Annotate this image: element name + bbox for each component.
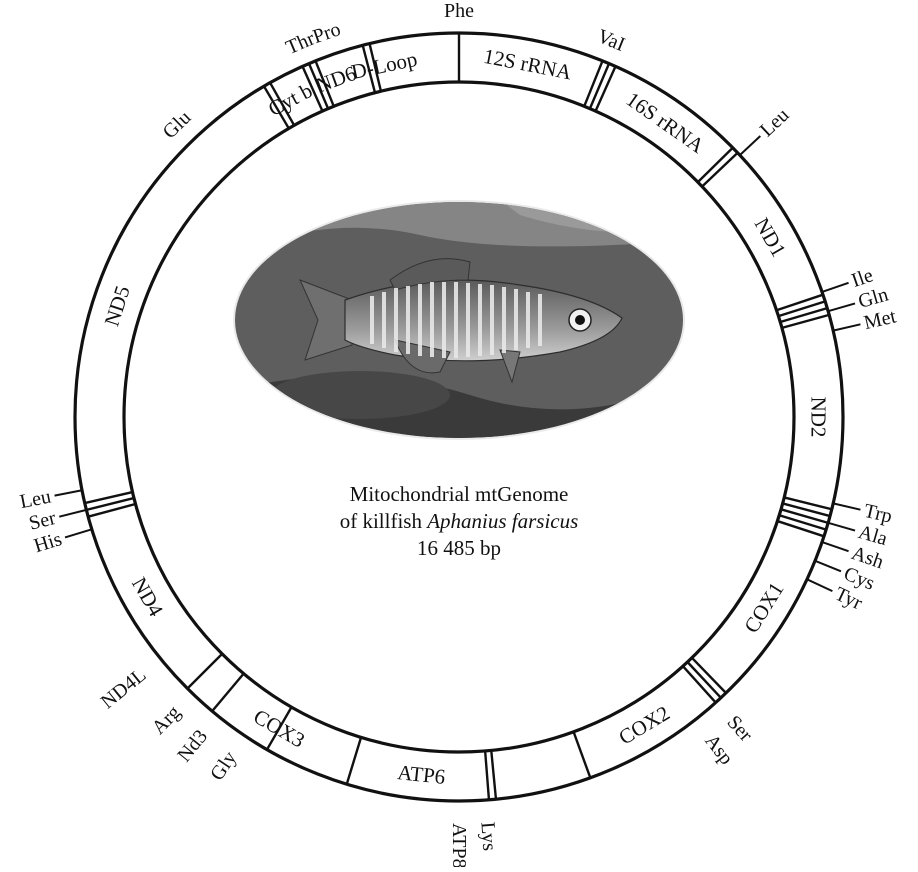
gene-label-atp6: ATP6 xyxy=(396,760,446,789)
fish-photo xyxy=(230,200,690,440)
trna-label-atp8: ATP8 xyxy=(448,823,470,867)
boundary-line xyxy=(781,509,828,523)
trna-label-leu1: Leu xyxy=(756,104,794,141)
boundary-line xyxy=(779,515,826,529)
boundary-line xyxy=(212,674,243,712)
gene-label-nd2: ND2 xyxy=(807,397,831,438)
trna-label-nd4l: ND4L xyxy=(97,664,151,713)
trna-leader-tyr xyxy=(807,579,832,591)
boundary-line xyxy=(780,308,827,322)
gene-label-nd1: ND1 xyxy=(750,214,791,261)
gene-label-nd6: ND6 xyxy=(313,61,360,98)
genome-length: 16 485 bp xyxy=(259,535,659,562)
boundary-line xyxy=(347,737,361,784)
boundary-line xyxy=(782,315,829,328)
trna-label-arg: Arg xyxy=(148,701,185,738)
caption-line-2: of killfish Aphanius farsicus xyxy=(259,508,659,535)
trna-leader-ile xyxy=(822,283,848,292)
boundary-line xyxy=(784,497,832,509)
gene-label-16s-rrna: 16S rRNA xyxy=(622,87,710,158)
trna-label-lys: Lys xyxy=(476,821,500,852)
species-name: Aphanius farsicus xyxy=(427,509,578,533)
boundary-line xyxy=(574,732,591,778)
trna-leader-gln xyxy=(828,303,855,311)
trna-leader-ser2 xyxy=(59,510,86,517)
gene-label-d-loop: D-Loop xyxy=(349,47,419,84)
trna-label-pro: Pro xyxy=(310,18,343,48)
boundary-line xyxy=(491,750,496,799)
caption-line-1: Mitochondrial mtGenome xyxy=(259,481,659,508)
trna-leader-ala xyxy=(828,523,855,531)
trna-leader-cys xyxy=(815,561,841,571)
gene-label-nd4: ND4 xyxy=(127,573,168,621)
trna-label-gly: Gly xyxy=(206,747,241,784)
trna-label-val: VaI xyxy=(594,25,628,56)
boundary-line xyxy=(683,666,716,702)
gene-label-12s-rrna: 12S rRNA xyxy=(481,44,574,85)
boundary-line xyxy=(783,503,830,516)
boundary-line xyxy=(187,654,222,689)
trna-label-nd3: Nd3 xyxy=(173,726,212,767)
trna-label-phe: Phe xyxy=(444,0,474,22)
boundary-line xyxy=(88,504,135,517)
boundary-line xyxy=(777,295,823,311)
boundary-line xyxy=(778,301,825,316)
gene-label-nd5: ND5 xyxy=(99,283,134,329)
trna-leader-his xyxy=(65,529,92,537)
trna-leader-met xyxy=(833,324,860,330)
trna-leader-asn xyxy=(822,542,848,551)
boundary-line xyxy=(698,148,733,182)
trna-leader-leu1 xyxy=(740,136,760,155)
trna-leader-leu2 xyxy=(55,490,82,495)
boundary-line xyxy=(485,751,489,800)
boundary-line xyxy=(702,153,738,187)
trna-leader-trp xyxy=(833,503,860,509)
trna-label-ser1: Ser xyxy=(722,711,756,746)
boundary-line xyxy=(692,658,726,693)
caption-prefix: of killfish xyxy=(340,509,428,533)
boundary-line xyxy=(687,662,720,698)
boundary-line xyxy=(777,521,824,536)
trna-label-glu: Glu xyxy=(159,107,196,144)
